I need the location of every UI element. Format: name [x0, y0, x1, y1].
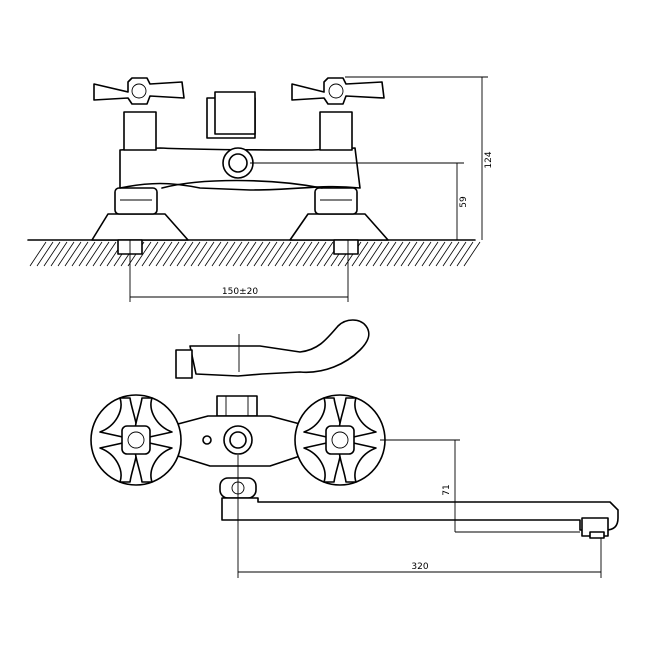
- hatch-line: [421, 241, 439, 267]
- hatch-line: [379, 241, 397, 267]
- hatch-line: [197, 241, 215, 267]
- hatch-line: [169, 241, 187, 267]
- hatch-line: [85, 241, 103, 267]
- left-handle-top: [90, 394, 182, 486]
- hatch-line: [309, 241, 327, 267]
- spout: [221, 497, 619, 539]
- front-view: 124 59 150±20: [27, 76, 494, 302]
- hatch-line: [141, 241, 159, 267]
- dimension-label-320: 320: [411, 562, 428, 572]
- hatch-line: [372, 241, 390, 267]
- hatch-line: [239, 241, 257, 267]
- hatch-line: [155, 241, 173, 267]
- hatch-line: [36, 241, 54, 267]
- hatch-line: [428, 241, 446, 267]
- hatch-line: [414, 241, 432, 267]
- hatch-line: [316, 241, 334, 267]
- hatch-line: [386, 241, 404, 267]
- dimension-label-150: 150±20: [222, 287, 258, 297]
- hatch-line: [64, 241, 82, 267]
- hatch-line: [162, 241, 180, 267]
- right-handle-top: [294, 394, 386, 486]
- hatch-line: [218, 241, 236, 267]
- hatch-line: [407, 241, 425, 267]
- hatch-line: [456, 241, 474, 267]
- hatch-line: [260, 241, 278, 267]
- hatch-line: [183, 241, 201, 267]
- right-cross-handle: [291, 77, 385, 151]
- hatch-line: [99, 241, 117, 267]
- hatch-line: [176, 241, 194, 267]
- dimension-total-height: 124: [345, 76, 494, 240]
- hatch-line: [190, 241, 208, 267]
- hatch-line: [148, 241, 166, 267]
- hatch-line: [211, 241, 229, 267]
- hatch-line: [358, 241, 376, 267]
- left-cross-handle: [93, 77, 185, 151]
- hatch-line: [435, 241, 453, 267]
- right-wall-flange: [289, 187, 389, 255]
- hatch-line: [43, 241, 61, 267]
- hatch-line: [29, 241, 47, 267]
- dimension-spout-length: 320: [237, 455, 602, 578]
- hatch-line: [92, 241, 110, 267]
- hatch-line: [288, 241, 306, 267]
- dimension-spout-drop: 71: [380, 439, 580, 533]
- hatch-line: [393, 241, 411, 267]
- dimension-label-124: 124: [484, 151, 494, 168]
- hatch-line: [78, 241, 96, 267]
- left-wall-flange: [91, 187, 189, 255]
- hatch-line: [253, 241, 271, 267]
- mixer-body: [119, 91, 361, 191]
- hatch-line: [281, 241, 299, 267]
- hatch-line: [204, 241, 222, 267]
- hatch-line: [225, 241, 243, 267]
- hatch-line: [463, 241, 481, 267]
- hatch-line: [57, 241, 75, 267]
- hatch-line: [442, 241, 460, 267]
- mixer-body-top: [177, 395, 301, 499]
- hatch-line: [365, 241, 383, 267]
- dimension-label-59: 59: [459, 196, 469, 208]
- hatch-line: [71, 241, 89, 267]
- dimension-inlet-spacing: 150±20: [129, 240, 349, 302]
- dimension-label-71: 71: [442, 484, 452, 495]
- dimension-inlet-height: 59: [250, 162, 469, 240]
- hatch-line: [449, 241, 467, 267]
- hatch-line: [246, 241, 264, 267]
- wall-surface: [27, 239, 481, 267]
- lever-handle: [175, 319, 370, 379]
- hatch-line: [295, 241, 313, 267]
- top-view: 71 320: [90, 319, 619, 578]
- hatch-line: [50, 241, 68, 267]
- hatch-line: [134, 241, 152, 267]
- hatch-line: [400, 241, 418, 267]
- hatch-line: [302, 241, 320, 267]
- hatch-line: [267, 241, 285, 267]
- hatch-line: [232, 241, 250, 267]
- hatch-line: [274, 241, 292, 267]
- hatch-line: [351, 241, 369, 267]
